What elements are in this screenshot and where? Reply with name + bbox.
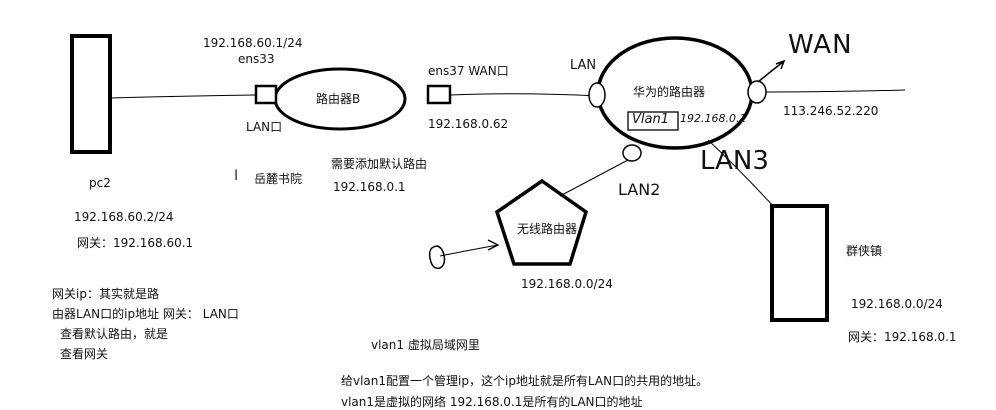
link-huawei-wireless: [559, 159, 629, 197]
vlan-ip-hand: 192.168.0.1: [680, 112, 747, 125]
vlan1-note-1: 给vlan1配置一个管理ip，这个ip地址就是所有LAN口的共用的地址。: [341, 374, 709, 388]
right-pc-label: 群侠镇: [846, 244, 883, 258]
vlan-box: [627, 111, 679, 131]
left-note-3: 查看默认路由，就是: [60, 327, 169, 341]
huawei-wan-ip: 113.246.52.220: [783, 104, 879, 118]
huawei-lan2-port: [622, 144, 642, 162]
vlan1-note-2: vlan1是虚拟的网络 192.168.0.1是所有的LAN口的地址: [341, 395, 643, 409]
text-cursor-icon: I: [234, 168, 239, 184]
vlan1-title: vlan1 虚拟局域网里: [371, 338, 480, 352]
vlan-hand: Vlan1: [632, 112, 669, 127]
right-pc-ip: 192.168.0.0/24: [851, 297, 943, 311]
huawei-lan-hand: LAN: [570, 58, 597, 73]
wireless-router-subnet: 192.168.0.0/24: [521, 277, 613, 291]
lan3-hand: LAN3: [700, 146, 769, 176]
left-note-1: 网关ip：其实就是路: [52, 287, 159, 301]
link-huawei-rightpc: [707, 139, 776, 209]
lan2-hand: LAN2: [618, 180, 661, 199]
left-note-4: 查看网关: [60, 347, 109, 361]
router-b-ens37-wan: ens37 WAN口: [428, 64, 509, 78]
wireless-router-label: 无线路由器: [517, 222, 578, 236]
link-pc2-routerb: [109, 94, 257, 99]
pc2-ip: 192.168.60.2/24: [74, 210, 174, 224]
pc2-box: [70, 34, 112, 154]
router-b-ens33-ip: 192.168.60.1/24: [203, 36, 303, 50]
right-pc-box: [770, 204, 829, 322]
huawei-wan-port: [747, 80, 767, 104]
wireless-client-device: [428, 245, 446, 270]
link-routerb-huawei: [449, 93, 601, 97]
right-pc-gateway: 网关：192.168.0.1: [848, 330, 957, 344]
left-note-2: 由器LAN口的ip地址 网关： LAN口: [52, 307, 239, 321]
wireless-router-pentagon: [494, 178, 589, 266]
huawei-lan-port: [588, 82, 606, 108]
router-b-default-route: 192.168.0.1: [333, 180, 406, 194]
router-b-lan-label: LAN口: [246, 120, 283, 134]
router-b-note: 需要添加默认路由: [331, 157, 428, 171]
router-b-wan-ip: 192.168.0.62: [428, 117, 509, 131]
router-b-label: 路由器B: [316, 92, 361, 106]
huawei-wan-hand: WAN: [788, 30, 853, 60]
router-b-lan-port: [254, 84, 278, 105]
wan-arrow: [757, 59, 786, 83]
router-b-ens33: ens33: [238, 52, 275, 66]
pc2-gateway: 网关：192.168.60.1: [77, 236, 194, 250]
link-wireless-device: [439, 244, 499, 257]
wireless-arrow: [487, 239, 500, 251]
router-b-wan-port: [426, 84, 452, 105]
pc2-label: pc2: [89, 176, 111, 190]
huawei-router-label: 华为的路由器: [633, 85, 706, 99]
link-huawei-wan: [765, 89, 906, 93]
yuelu-label: 岳麓书院: [254, 172, 303, 186]
